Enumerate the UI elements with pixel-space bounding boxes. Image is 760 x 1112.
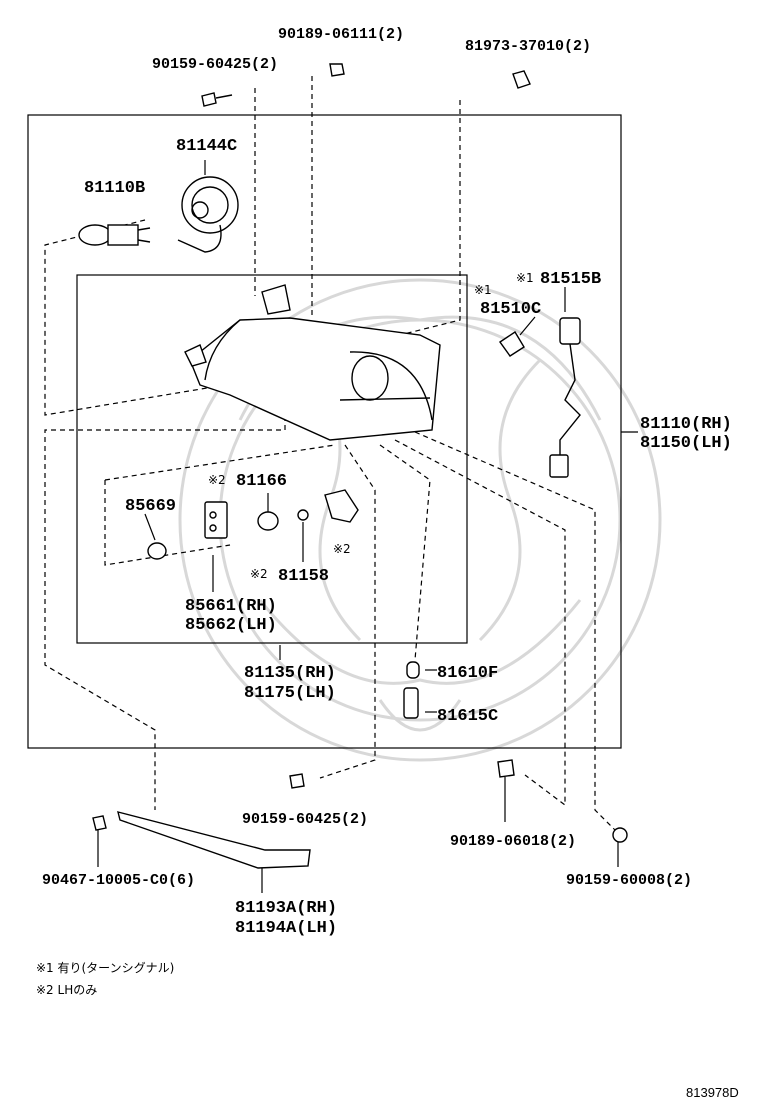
label-81973-37010: 81973-37010(2) xyxy=(465,38,591,55)
label-81610f: 81610F xyxy=(437,664,498,683)
bolt-90159-60425-top xyxy=(201,92,233,107)
bolt-90159-60425-bottom xyxy=(289,773,305,789)
diagram-code: 813978D xyxy=(686,1085,739,1100)
label-85662-lh: 85662(LH) xyxy=(185,616,277,635)
bulb-81510c xyxy=(499,331,525,357)
label-81194a-lh: 81194A(LH) xyxy=(235,919,337,938)
label-81515b: 81515B xyxy=(540,270,601,289)
label-mark2-holder: ※2 xyxy=(333,542,351,556)
label-81144c: 81144C xyxy=(176,137,237,156)
label-81193a-rh: 81193A(RH) xyxy=(235,899,337,918)
label-85669: 85669 xyxy=(125,497,176,516)
bracket-85661 xyxy=(204,501,228,539)
label-81175-lh: 81175(LH) xyxy=(244,684,336,703)
holder-lh-only xyxy=(324,489,359,523)
bulb-81110b xyxy=(78,224,151,246)
label-90159-60425-bottom: 90159-60425(2) xyxy=(242,811,368,828)
sub-assembly-frame xyxy=(76,274,468,644)
footnote-2: ※2 LHのみ xyxy=(36,983,97,997)
label-81135-rh: 81135(RH) xyxy=(244,664,336,683)
footnote-1: ※1 有り(ターンシグナル) xyxy=(36,961,174,975)
screw-90189-06018 xyxy=(497,759,515,778)
bulb-81610f xyxy=(406,661,420,679)
headlamp-housing xyxy=(184,284,441,441)
label-90189-06111: 90189-06111(2) xyxy=(278,26,404,43)
label-mark1-81515b: ※1 xyxy=(516,271,534,285)
label-81110b: 81110B xyxy=(84,179,145,198)
label-90159-60008: 90159-60008(2) xyxy=(566,872,692,889)
label-90467-10005-c0: 90467-10005-C0(6) xyxy=(42,872,195,889)
part-labels: 90189-06111(2) 81973-37010(2) 90159-6042… xyxy=(42,26,732,938)
label-mark1-81510c: ※1 xyxy=(474,283,492,297)
socket-81144c xyxy=(177,176,239,253)
label-81166: 81166 xyxy=(236,472,287,491)
label-mark2-81166: ※2 xyxy=(208,473,226,487)
label-90159-60425-top: 90159-60425(2) xyxy=(152,56,278,73)
bolt-90159-60008 xyxy=(612,827,628,843)
label-81510c: 81510C xyxy=(480,300,541,319)
cap-81158 xyxy=(297,509,309,521)
label-81158: 81158 xyxy=(278,567,329,586)
leader-lines xyxy=(44,76,616,831)
label-mark2-81158: ※2 xyxy=(250,567,268,581)
clip-81973-37010 xyxy=(512,70,531,89)
label-85661-rh: 85661(RH) xyxy=(185,597,277,616)
grommet-81166 xyxy=(257,511,279,531)
clip-90467 xyxy=(92,815,107,831)
label-81110-rh: 81110(RH) xyxy=(640,415,732,434)
label-90189-06018: 90189-06018(2) xyxy=(450,833,576,850)
screw-90189-06111 xyxy=(329,63,345,77)
ring-85669 xyxy=(147,542,167,560)
socket-81515b xyxy=(549,317,581,478)
strip-81193a xyxy=(117,811,311,869)
solid-leaders xyxy=(97,160,638,893)
socket-81615c xyxy=(403,687,419,719)
label-81150-lh: 81150(LH) xyxy=(640,434,732,453)
label-81615c: 81615C xyxy=(437,707,498,726)
